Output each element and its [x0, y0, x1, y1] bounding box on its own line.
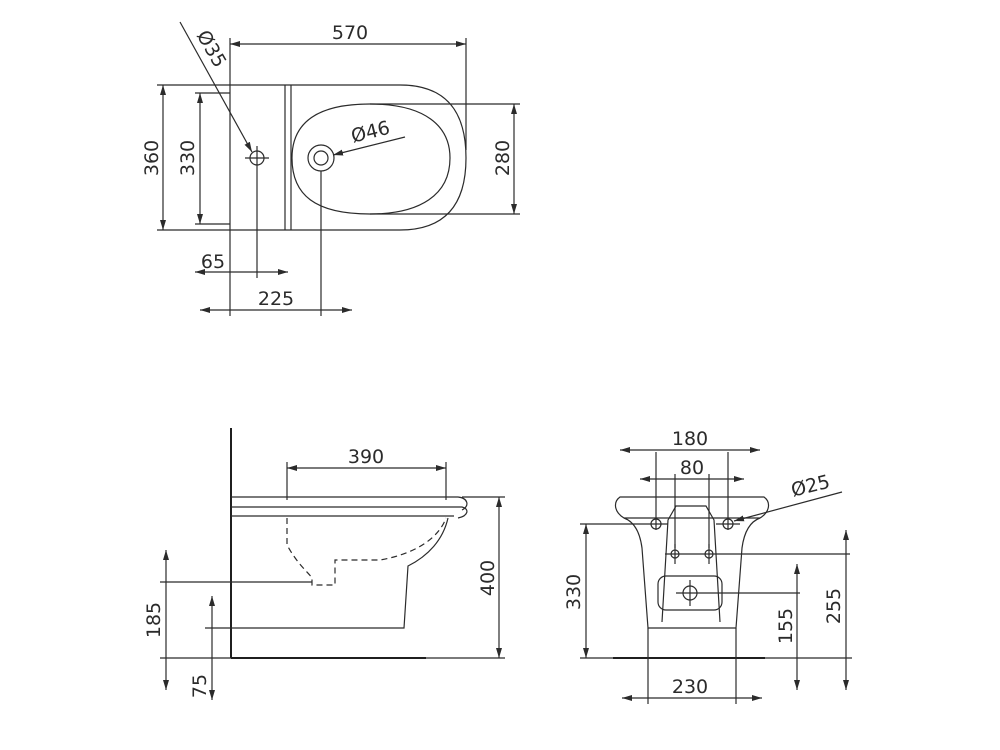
dim-inner-width: 330: [177, 140, 199, 176]
front-view: 180 80 Ø25 330 155 255 230: [563, 428, 852, 704]
dim-outer-spacing: 180: [672, 428, 708, 450]
waste-hole-outer: [307, 144, 335, 172]
dim-floor-offset: 75: [189, 674, 211, 698]
dim-waste-dia: Ø46: [349, 117, 392, 148]
side-view: 390 400 185 75: [143, 428, 505, 700]
dim-bowl-width: 280: [492, 140, 514, 176]
dim-base-width: 230: [672, 676, 708, 698]
side-hidden-bowl: [286, 517, 447, 586]
dim-overall-width: 360: [141, 140, 163, 176]
dim-front-height: 330: [563, 574, 585, 610]
dim-tap-offset: 65: [201, 251, 225, 273]
dim-pan-level: 185: [143, 602, 165, 638]
dim-overall-length: 570: [332, 22, 368, 44]
dim-lower-level: 155: [775, 608, 797, 644]
top-outline: [229, 84, 467, 231]
side-body: [231, 517, 449, 629]
waste-hole-inner: [313, 150, 329, 166]
dim-upper-level: 255: [823, 588, 845, 624]
dim-inner-spacing: 80: [680, 457, 704, 479]
bowl-outline: [291, 103, 451, 215]
top-view: 570 360 330 280 Ø35 Ø46 65 225: [141, 21, 520, 316]
front-body: [623, 517, 761, 629]
dim-bowl-depth: 390: [348, 446, 384, 468]
dim-tap-hole-dia: Ø35: [192, 27, 231, 72]
front-rim: [614, 496, 770, 519]
dim-side-height: 400: [477, 560, 499, 596]
dim-waste-offset: 225: [258, 288, 294, 310]
front-inner: [661, 505, 721, 623]
